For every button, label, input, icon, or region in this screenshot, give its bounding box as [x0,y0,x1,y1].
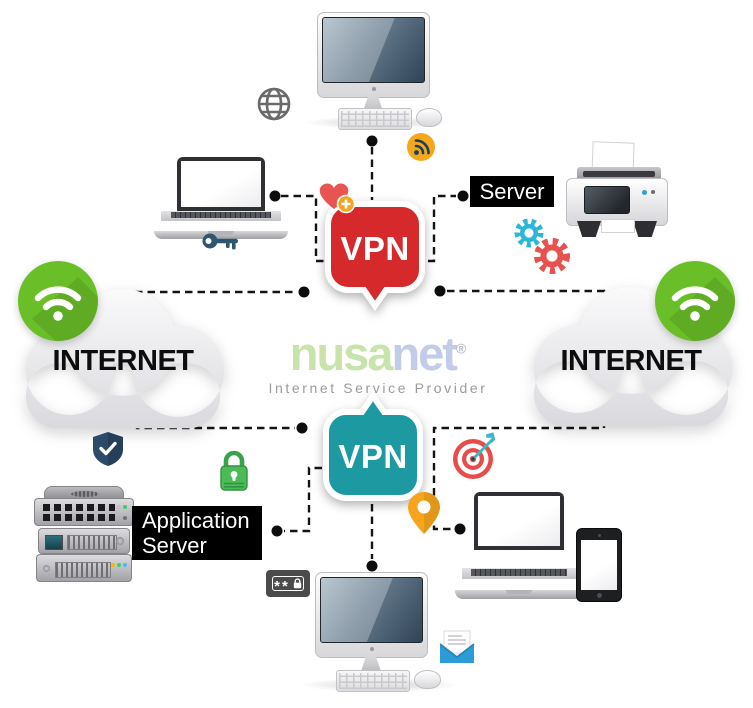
keyboard [336,670,410,692]
target-dart-icon [453,432,496,479]
printer-button [651,190,655,194]
laptop-base [154,231,288,239]
connector-dot [434,285,446,297]
envelope-icon [439,630,475,663]
rack-unit-1 [34,498,134,526]
tablet-screen [581,540,617,590]
shield-check-icon [93,432,123,466]
printer-panel [584,186,630,214]
laptop-screen [478,496,560,546]
keyboard [338,108,412,130]
monitor-screen [320,577,423,643]
laptop-base [455,590,583,599]
connector-dot [366,560,378,572]
vpn-badge-bottom [323,390,423,501]
printer-led [642,190,647,195]
heart-plus-icon [319,183,356,214]
rss-icon [407,133,435,161]
line-vpn2-appserver [284,466,322,533]
logo-text-nusa: nusa [289,327,394,380]
connector-dot [454,523,466,535]
printer-output-right [633,221,657,237]
connector-dot [271,525,283,537]
logo-text-net: net [391,327,457,380]
vpn-badge-top [325,201,425,312]
printer-feed-tray [577,167,661,181]
laptop-keyboard [462,568,576,579]
connector-dot [296,422,308,434]
vpn-label-bottom: VPN [338,438,408,475]
wifi-icon [655,261,735,341]
desktop-computer-top [317,12,430,98]
internet-label-right: INTERNET [560,345,703,377]
padlock-icon [220,450,248,491]
server-label: Server [470,176,554,207]
monitor-stand [360,657,382,674]
internet-cloud-right [533,287,733,427]
password-icon: ** [266,570,310,597]
vpn-label-top: VPN [340,230,410,267]
server-label-text: Server [479,179,545,204]
laptop-screen [181,161,261,207]
laptop-top-left [177,157,265,211]
printer-output-paper [601,219,635,233]
registered-mark: ® [455,340,467,357]
password-asterisks: ** [274,577,290,595]
connector-dot [457,190,469,202]
connector-dot [366,135,378,147]
line-laptop-vpn [281,194,328,263]
desktop-computer-bottom [315,572,428,658]
nusanet-logo: nusanet® Internet Service Provider [248,330,508,396]
wifi-icon [18,261,98,341]
rack-unit-2 [38,528,130,554]
mouse [416,108,442,127]
globe-icon [257,87,291,121]
mini-lock-icon [293,578,302,589]
rack-unit-3 [36,554,132,582]
application-server-label: Application Server [132,506,262,560]
application-server-line1: Application [142,508,250,533]
internet-label-left: INTERNET [52,345,195,377]
connector-dot [298,286,310,298]
key-icon [202,233,238,250]
line-vpn-server [428,194,456,263]
mouse [414,670,441,689]
server-gears-icon [514,218,570,274]
laptop-keyboard [161,211,281,221]
printer-output-left [577,221,601,237]
connector-dot [269,190,281,202]
logo-tagline: Internet Service Provider [268,380,488,396]
application-server-line2: Server [142,533,207,558]
tablet [576,528,622,602]
location-pin-icon [408,492,440,534]
application-server-rack [34,486,134,582]
laptop-bottom-right [474,492,564,550]
monitor-screen [322,17,425,83]
